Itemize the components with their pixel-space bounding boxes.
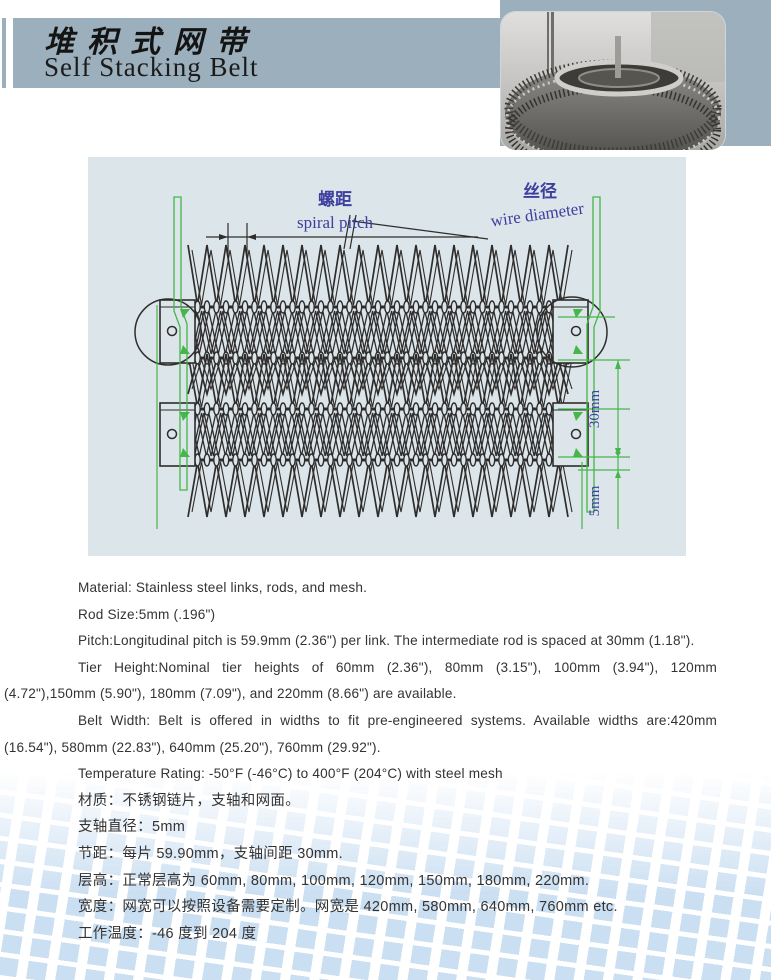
spec-pitch: Pitch:Longitudinal pitch is 59.9mm (2.36…	[78, 633, 695, 649]
spec-material-zh: 材质：不锈钢链片，支轴和网面。	[78, 792, 300, 809]
product-photo-art	[501, 12, 725, 150]
spec-tier-zh: 层高：正常层高为 60mm, 80mm, 100mm, 120mm, 150mm…	[78, 872, 590, 889]
spec-material: Material: Stainless steel links, rods, a…	[78, 580, 368, 595]
left-accent-stripe	[2, 18, 6, 88]
label-5mm: 5mm	[587, 485, 603, 516]
mesh-drawing	[134, 196, 630, 529]
product-photo	[501, 12, 725, 150]
spec-width-zh: 宽度：网宽可以按照设备需要定制。网宽是 420mm, 580mm, 640mm,…	[78, 899, 618, 916]
belt-diagram: 螺距 spiral pitch 丝径 wire diameter 30mm 5m…	[134, 181, 630, 529]
label-wire-en: wire diameter	[489, 199, 585, 231]
spec-pitch-zh: 节距：每片 59.90mm，支轴间距 30mm.	[78, 845, 344, 862]
spiral-pitch-dimension	[206, 223, 478, 255]
spec-rod-zh: 支轴直径：5mm	[78, 819, 186, 836]
label-wire-zh: 丝径	[523, 181, 557, 202]
spec-rod-size: Rod Size:5mm (.196")	[78, 606, 216, 622]
label-30mm: 30mm	[587, 390, 603, 429]
spec-list: Material: Stainless steel links, rods, a…	[4, 575, 717, 947]
spec-tier-height: Tier Height:Nominal tier heights of 60mm…	[4, 659, 717, 702]
spec-temp-zh: 工作温度：-46 度到 204 度	[78, 925, 257, 942]
page-title-zh: 堆积式网带	[44, 25, 259, 60]
page-title-en: Self Stacking Belt	[44, 52, 259, 82]
diagram-panel: 螺距 spiral pitch 丝径 wire diameter 30mm 5m…	[88, 157, 686, 556]
spec-temperature: Temperature Rating: -50°F (-46°C) to 400…	[78, 766, 503, 782]
label-pitch-zh: 螺距	[318, 190, 352, 210]
wire-diameter-leader	[343, 214, 489, 250]
label-pitch-en: spiral pitch	[297, 213, 374, 232]
spec-belt-width: Belt Width: Belt is offered in widths to…	[4, 712, 717, 755]
tile-watermark	[0, 772, 771, 980]
